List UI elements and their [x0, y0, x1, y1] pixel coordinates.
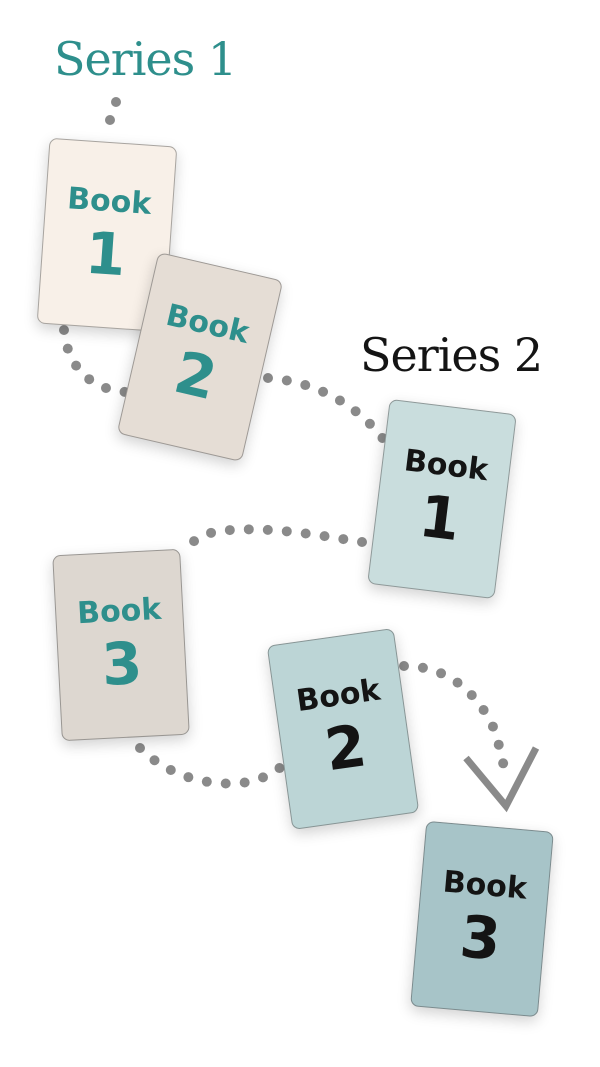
series-2-book-1-card: Book 1: [367, 398, 517, 600]
series-2-book-3-card: Book 3: [410, 820, 554, 1018]
series-2-title: Series 2: [360, 328, 543, 382]
book-label: Book: [66, 181, 153, 223]
book-label: Book: [162, 297, 253, 351]
book-label: Book: [294, 672, 383, 720]
path-segment-s2b1-s1b3: [177, 524, 367, 559]
path-segment-s2b2-s2b3: [399, 661, 509, 773]
path-segment-start: [101, 97, 121, 137]
book-number: 3: [100, 629, 144, 700]
series-1-book-3-card: Book 3: [52, 548, 190, 742]
path-segment-s1b3-s2b2: [135, 743, 295, 789]
book-number: 2: [168, 337, 224, 414]
book-label: Book: [402, 443, 490, 489]
book-label: Book: [76, 591, 163, 632]
book-number: 2: [320, 711, 371, 785]
book-number: 1: [83, 218, 129, 290]
series-1-title: Series 1: [54, 32, 237, 86]
book-number: 1: [415, 481, 464, 555]
chevron-down-icon: [463, 746, 540, 813]
series-2-book-2-card: Book 2: [266, 627, 420, 831]
book-number: 3: [457, 902, 504, 974]
path-segment-s1b2-s2b1: [263, 373, 389, 445]
book-label: Book: [441, 864, 529, 907]
path-segment-s1b1-s1b2: [59, 325, 131, 397]
